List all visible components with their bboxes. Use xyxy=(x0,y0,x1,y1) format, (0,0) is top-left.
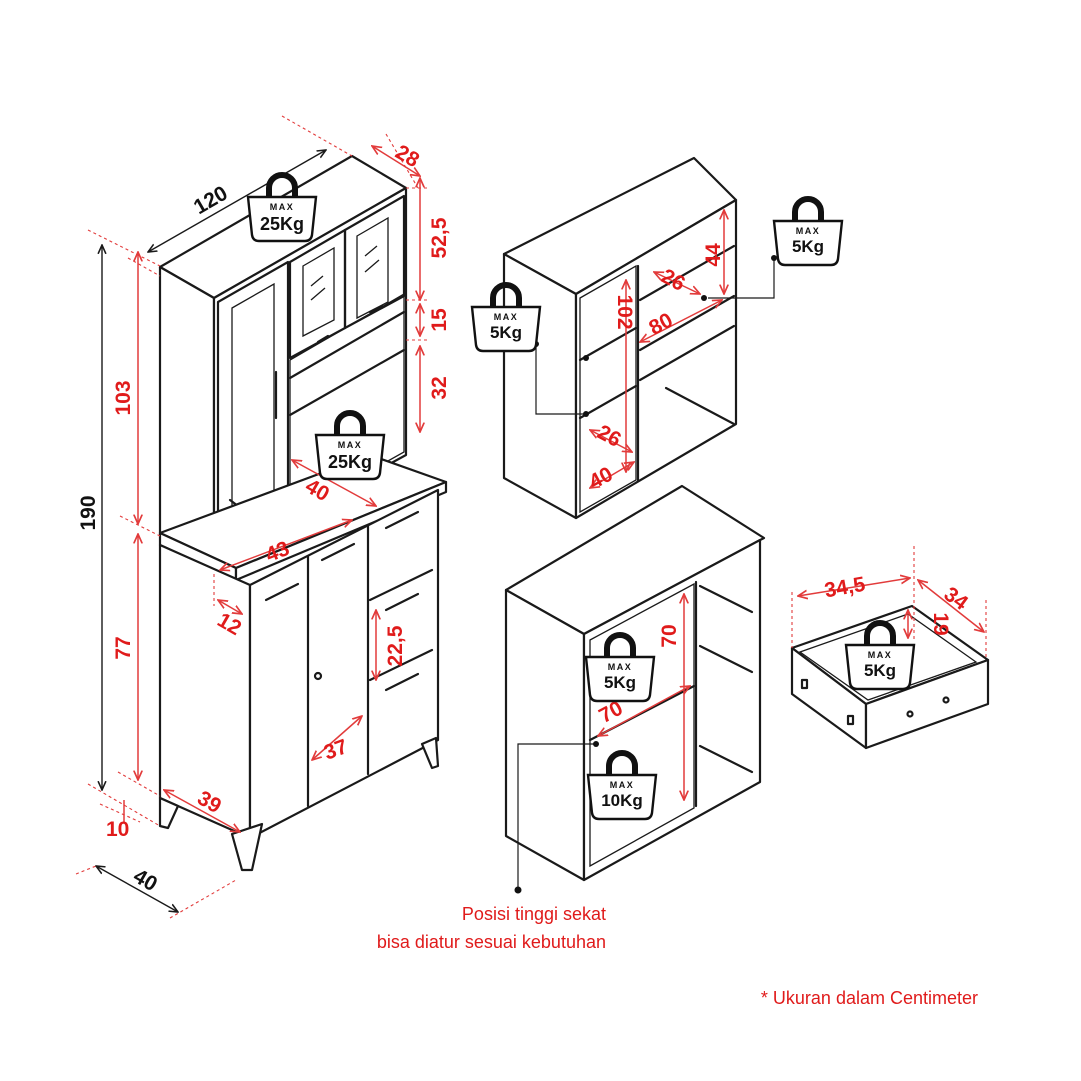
dim-drawer-depth: 34 xyxy=(940,583,973,616)
dim-upper-depth: 28 xyxy=(391,141,423,173)
weight-icon-counter: MAX 25Kg xyxy=(316,413,384,479)
weight-icon-hutch-right: MAX 5Kg xyxy=(774,199,842,265)
weight-base-shelf: 5Kg xyxy=(604,673,636,692)
dim-upper-gap: 15 xyxy=(428,308,451,332)
dim-leg-height: 10 xyxy=(106,818,129,841)
dim-drawer-height: 22,5 xyxy=(384,625,407,666)
svg-text:MAX: MAX xyxy=(610,780,635,790)
weight-icon-hutch-left: MAX 5Kg xyxy=(472,285,540,351)
svg-text:MAX: MAX xyxy=(338,440,363,450)
adjustable-note-line2: bisa diatur sesuai kebutuhan xyxy=(377,932,606,952)
unit-note: * Ukuran dalam Centimeter xyxy=(761,988,978,1008)
dim-hutch-shelf-height: 44 xyxy=(702,243,725,267)
base-cabinet-open: 70 70 MAX 5Kg MAX 10Kg Posisi tinggi sek… xyxy=(377,484,766,952)
dim-drawer-width: 34,5 xyxy=(823,573,868,603)
weight-icon-upper: MAX 25Kg xyxy=(248,175,316,241)
drawer-unit: 34,5 34 19 MAX 5Kg xyxy=(790,546,990,750)
weight-base-floor: 10Kg xyxy=(601,791,643,810)
svg-text:MAX: MAX xyxy=(868,650,893,660)
weight-hutch-right: 5Kg xyxy=(792,237,824,256)
weight-icon-base-shelf: MAX 5Kg xyxy=(586,635,654,701)
weight-hutch-left: 5Kg xyxy=(490,323,522,342)
weight-drawer: 5Kg xyxy=(864,661,896,680)
svg-text:MAX: MAX xyxy=(270,202,295,212)
dim-total-height: 190 xyxy=(77,495,100,530)
weight-upper-top: 25Kg xyxy=(260,214,304,234)
dim-upper-open-height: 32 xyxy=(428,376,451,399)
dim-lower-height: 77 xyxy=(112,636,135,659)
dim-drawer-inner-height: 19 xyxy=(929,612,952,635)
dim-upper-height: 103 xyxy=(112,380,135,415)
dim-base-inner-height: 70 xyxy=(658,624,681,647)
dim-upper-cabinet-height: 52,5 xyxy=(428,217,451,258)
kitchen-cabinet-full: 190 103 77 10 120 28 52,5 15 32 40 xyxy=(75,115,451,919)
adjustable-note-line1: Posisi tinggi sekat xyxy=(462,904,606,924)
svg-text:MAX: MAX xyxy=(494,312,519,322)
dim-base-depth: 40 xyxy=(129,865,161,897)
weight-icon-drawer: MAX 5Kg xyxy=(846,623,914,689)
svg-text:MAX: MAX xyxy=(608,662,633,672)
dim-hutch-total-height: 102 xyxy=(613,294,636,329)
hutch-unit: 44 26 80 102 26 40 MAX 5Kg MAX 5Kg xyxy=(472,156,842,520)
weight-counter: 25Kg xyxy=(328,452,372,472)
svg-text:MAX: MAX xyxy=(796,226,821,236)
weight-icon-base-floor: MAX 10Kg xyxy=(588,753,656,819)
dim-total-width: 120 xyxy=(190,182,232,219)
